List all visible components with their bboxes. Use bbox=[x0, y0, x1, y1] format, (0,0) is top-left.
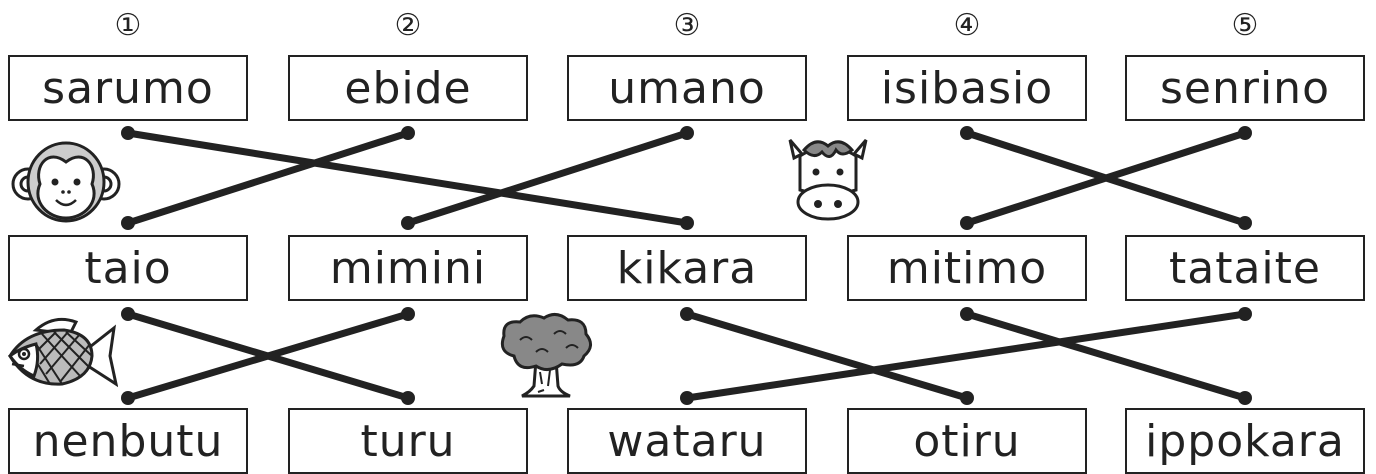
column-number-5: ⑤ bbox=[1231, 8, 1259, 43]
monkey-icon bbox=[11, 141, 121, 223]
word-box-row2-1: taio bbox=[8, 235, 248, 301]
line-kikara-otiru bbox=[683, 310, 971, 402]
line-senrino-mitimo bbox=[963, 129, 1249, 227]
tree-icon bbox=[500, 313, 592, 398]
column-number-3: ③ bbox=[673, 8, 701, 43]
word-box-row1-4: isibasio bbox=[847, 55, 1087, 121]
word-box-row3-5: ippokara bbox=[1125, 408, 1365, 474]
line-umano-mimini bbox=[404, 129, 691, 227]
line-ebide-taio bbox=[124, 129, 412, 227]
word-box-row2-4: mitimo bbox=[847, 235, 1087, 301]
word-box-row1-2: ebide bbox=[288, 55, 528, 121]
word-box-row1-5: senrino bbox=[1125, 55, 1365, 121]
column-number-1: ① bbox=[114, 8, 142, 43]
word-box-row3-2: turu bbox=[288, 408, 528, 474]
word-box-row2-3: kikara bbox=[567, 235, 807, 301]
column-number-2: ② bbox=[394, 8, 422, 43]
line-mimini-nenbutu bbox=[124, 310, 412, 402]
line-sarumo-kikara bbox=[124, 129, 691, 227]
line-tataite-wataru bbox=[683, 310, 1249, 402]
word-box-row2-2: mimini bbox=[288, 235, 528, 301]
cow-icon bbox=[788, 139, 868, 221]
column-number-4: ④ bbox=[953, 8, 981, 43]
fish-icon bbox=[7, 317, 118, 388]
word-box-row2-5: tataite bbox=[1125, 235, 1365, 301]
word-box-row3-1: nenbutu bbox=[8, 408, 248, 474]
word-box-row3-4: otiru bbox=[847, 408, 1087, 474]
line-mitimo-ippokara bbox=[963, 310, 1249, 402]
word-box-row1-3: umano bbox=[567, 55, 807, 121]
word-box-row3-3: wataru bbox=[567, 408, 807, 474]
word-box-row1-1: sarumo bbox=[8, 55, 248, 121]
